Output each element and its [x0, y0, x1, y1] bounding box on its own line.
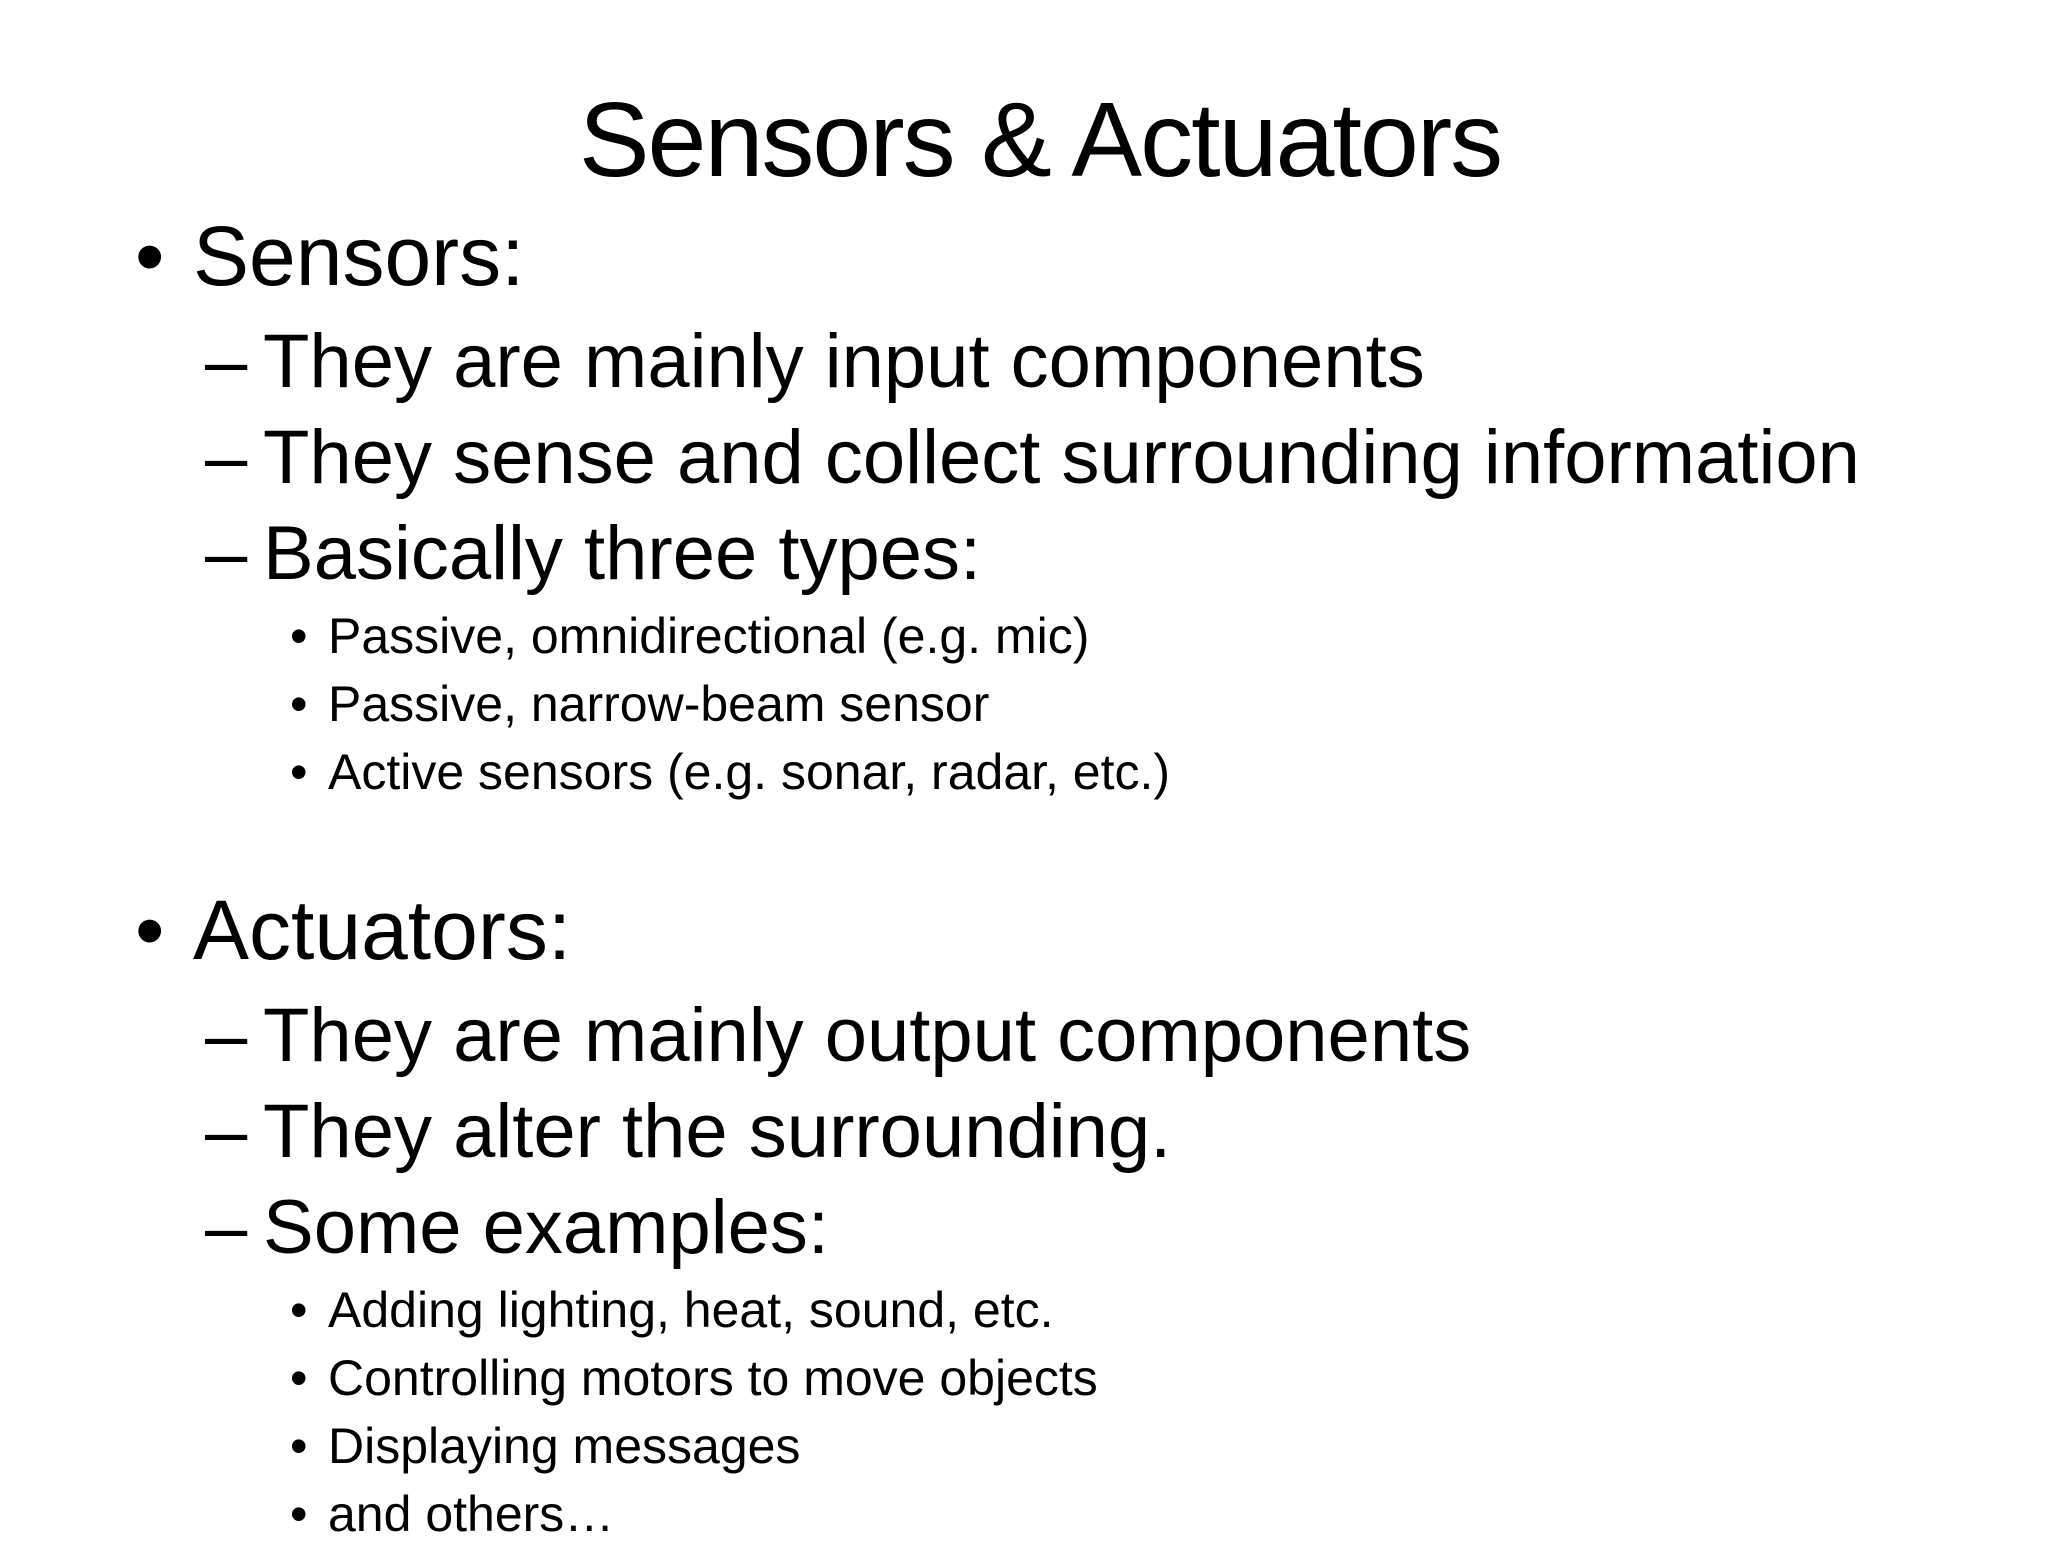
actuator-example-text: Adding lighting, heat, sound, etc. — [328, 1282, 1054, 1338]
actuators-point-text: They alter the surrounding. — [263, 1089, 1172, 1174]
actuator-example-text: and others… — [328, 1486, 615, 1542]
actuators-heading-item: • Actuators: — [135, 880, 571, 980]
sensor-type-text: Passive, narrow-beam sensor — [328, 676, 990, 732]
actuator-example-item: • and others… — [290, 1480, 614, 1548]
sensors-point-text: Basically three types: — [263, 511, 982, 596]
bullet-icon: • — [290, 744, 308, 800]
sensors-point-text: They are mainly input components — [263, 319, 1425, 404]
dash-icon: – — [205, 1089, 248, 1174]
sensor-type-text: Passive, omnidirectional (e.g. mic) — [328, 608, 1090, 664]
bullet-icon: • — [290, 608, 308, 664]
sensor-type-text: Active sensors (e.g. sonar, radar, etc.) — [328, 744, 1171, 800]
actuators-point-text: Some examples: — [263, 1185, 830, 1270]
sensors-heading-item: • Sensors: — [135, 206, 525, 306]
actuator-example-item: • Controlling motors to move objects — [290, 1344, 1098, 1412]
actuators-point-text: They are mainly output components — [263, 993, 1472, 1078]
sensors-point: –Basically three types: — [205, 506, 981, 602]
sensor-type-item: • Active sensors (e.g. sonar, radar, etc.… — [290, 738, 1170, 806]
actuators-point: –They are mainly output components — [205, 988, 1471, 1084]
bullet-icon: • — [290, 1350, 308, 1406]
sensor-type-item: • Passive, omnidirectional (e.g. mic) — [290, 602, 1089, 670]
dash-icon: – — [205, 511, 248, 596]
bullet-icon: • — [290, 1486, 308, 1542]
dash-icon: – — [205, 319, 248, 404]
dash-icon: – — [205, 415, 248, 500]
actuators-point: –They alter the surrounding. — [205, 1084, 1171, 1180]
bullet-icon: • — [290, 1418, 308, 1474]
actuator-example-text: Controlling motors to move objects — [328, 1350, 1098, 1406]
sensors-point-text: They sense and collect surrounding infor… — [263, 415, 1860, 500]
actuators-point: –Some examples: — [205, 1180, 829, 1276]
actuator-example-item: • Adding lighting, heat, sound, etc. — [290, 1276, 1054, 1344]
actuators-heading: Actuators: — [193, 883, 572, 977]
bullet-icon: • — [290, 1282, 308, 1338]
sensors-point: –They sense and collect surrounding info… — [205, 410, 1860, 506]
actuator-example-text: Displaying messages — [328, 1418, 801, 1474]
bullet-icon: • — [290, 676, 308, 732]
actuator-example-item: • Displaying messages — [290, 1412, 800, 1480]
bullet-icon: • — [135, 883, 165, 977]
sensors-point: –They are mainly input components — [205, 314, 1425, 410]
dash-icon: – — [205, 1185, 248, 1270]
dash-icon: – — [205, 993, 248, 1078]
sensors-heading: Sensors: — [193, 209, 525, 303]
bullet-icon: • — [135, 209, 165, 303]
sensor-type-item: • Passive, narrow-beam sensor — [290, 670, 989, 738]
slide-title: Sensors & Actuators — [578, 81, 1503, 199]
